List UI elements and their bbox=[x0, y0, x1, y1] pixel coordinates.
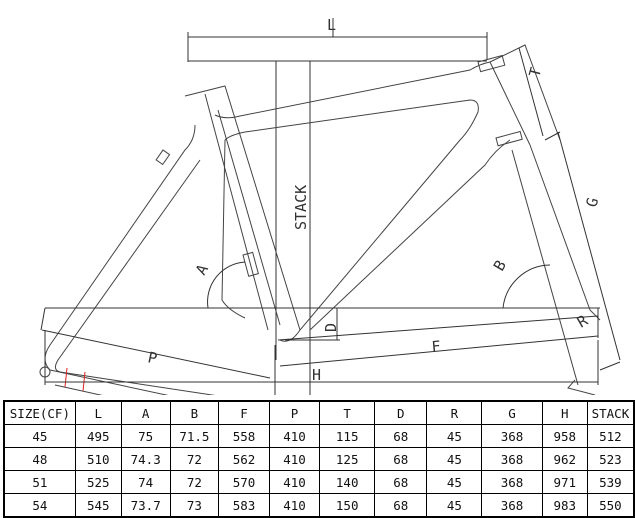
label-L: L bbox=[327, 16, 336, 34]
label-A: A bbox=[192, 261, 212, 278]
table-cell: 68 bbox=[374, 424, 428, 448]
table-cell: 550 bbox=[586, 493, 635, 518]
table-cell: 368 bbox=[481, 424, 543, 448]
table-cell: 570 bbox=[218, 470, 270, 494]
table-cell: 115 bbox=[319, 424, 376, 448]
table-cell: 958 bbox=[541, 424, 588, 448]
table-cell: 558 bbox=[218, 424, 270, 448]
table-cell: 45 bbox=[3, 424, 76, 448]
header-cell: SIZE(CF) bbox=[3, 400, 76, 425]
table-cell: 125 bbox=[319, 447, 376, 471]
table-cell: 140 bbox=[319, 470, 376, 494]
header-cell: L bbox=[74, 400, 122, 425]
table-header-row: SIZE(CF) L A B F P T D R G H STACK bbox=[3, 400, 635, 425]
dimension-F: F bbox=[277, 308, 599, 367]
table-cell: 510 bbox=[74, 447, 122, 471]
header-cell: P bbox=[268, 400, 321, 425]
header-cell: G bbox=[481, 400, 543, 425]
dimension-G: G bbox=[544, 131, 621, 371]
table-cell: 72 bbox=[169, 447, 220, 471]
table-cell: 562 bbox=[218, 447, 270, 471]
table-cell: 512 bbox=[586, 424, 635, 448]
table-cell: 51 bbox=[3, 470, 76, 494]
table-cell: 73 bbox=[169, 493, 220, 518]
table-cell: 45 bbox=[426, 424, 483, 448]
header-cell: H bbox=[541, 400, 588, 425]
label-D: D bbox=[322, 323, 340, 332]
label-P: P bbox=[146, 348, 159, 367]
label-stack: STACK bbox=[292, 185, 310, 230]
table-cell: 523 bbox=[586, 447, 635, 471]
table-cell: 525 bbox=[74, 470, 122, 494]
dimension-stack: STACK bbox=[275, 61, 311, 395]
header-cell: R bbox=[426, 400, 483, 425]
table-cell: 410 bbox=[268, 447, 321, 471]
table-cell: 73.7 bbox=[120, 493, 171, 518]
dimension-P: P bbox=[40, 307, 271, 379]
table-cell: 75 bbox=[120, 424, 171, 448]
table-cell: 410 bbox=[268, 493, 321, 518]
table-cell: 45 bbox=[426, 447, 483, 471]
header-cell: B bbox=[169, 400, 220, 425]
label-R: R bbox=[574, 311, 592, 332]
table-cell: 74 bbox=[120, 470, 171, 494]
header-cell: STACK bbox=[586, 400, 635, 425]
label-H: H bbox=[312, 366, 321, 384]
table-cell: 71.5 bbox=[169, 424, 220, 448]
table-cell: 48 bbox=[3, 447, 76, 471]
table-cell: 545 bbox=[74, 493, 122, 518]
table-cell: 45 bbox=[426, 470, 483, 494]
table-cell: 74.3 bbox=[120, 447, 171, 471]
frame-outline bbox=[39, 44, 601, 395]
table-cell: 68 bbox=[374, 470, 428, 494]
table-cell: 539 bbox=[586, 470, 635, 494]
table-cell: 410 bbox=[268, 470, 321, 494]
table-cell: 54 bbox=[3, 493, 76, 518]
table-cell: 368 bbox=[481, 447, 543, 471]
table-cell: 45 bbox=[426, 493, 483, 518]
angle-A: A bbox=[192, 261, 246, 309]
header-cell: F bbox=[218, 400, 270, 425]
label-F: F bbox=[431, 337, 442, 356]
table-cell: 962 bbox=[541, 447, 588, 471]
table-cell: 983 bbox=[541, 493, 588, 518]
header-cell: D bbox=[374, 400, 428, 425]
table-cell: 68 bbox=[374, 493, 428, 518]
label-G: G bbox=[582, 196, 602, 209]
dimension-T: T bbox=[518, 47, 545, 137]
dimension-L: L bbox=[187, 16, 488, 62]
table-cell: 150 bbox=[319, 493, 376, 518]
table-cell: 368 bbox=[481, 493, 543, 518]
table-cell: 72 bbox=[169, 470, 220, 494]
header-cell: A bbox=[120, 400, 171, 425]
label-B: B bbox=[490, 257, 510, 274]
label-T: T bbox=[525, 66, 545, 79]
dimension-H: H bbox=[44, 330, 599, 395]
table-cell: 410 bbox=[268, 424, 321, 448]
table-cell: 583 bbox=[218, 493, 270, 518]
table-cell: 971 bbox=[541, 470, 588, 494]
header-cell: T bbox=[319, 400, 376, 425]
frame-geometry-diagram: L STACK bbox=[39, 16, 621, 395]
angle-B: B bbox=[490, 257, 551, 309]
table-cell: 68 bbox=[374, 447, 428, 471]
table-cell: 368 bbox=[481, 470, 543, 494]
table-cell: 495 bbox=[74, 424, 122, 448]
dimension-D: D bbox=[285, 308, 340, 341]
